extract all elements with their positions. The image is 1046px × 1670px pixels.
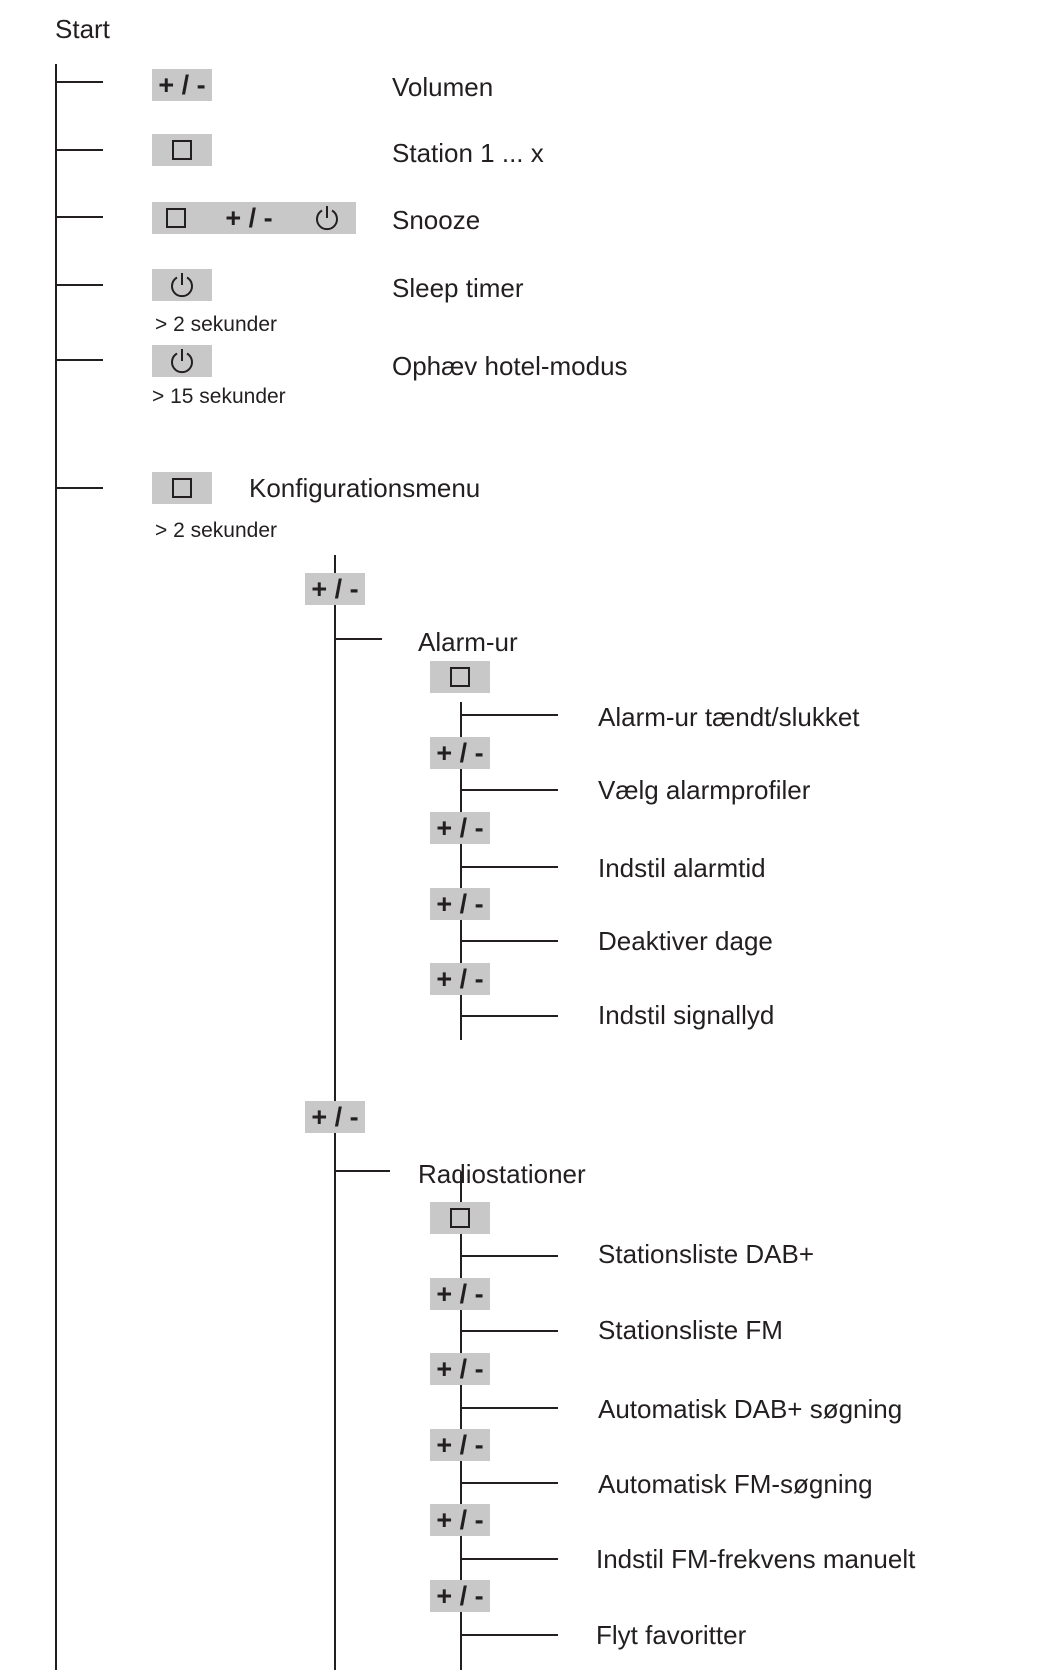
sleep-timer-note: > 2 sekunder xyxy=(155,313,278,336)
plus-minus-label: + / - xyxy=(436,1429,484,1460)
snooze-button-combo: + / - xyxy=(152,202,356,234)
connector-alarm-item xyxy=(460,714,558,716)
alarm-item-plus-minus-button: + / - xyxy=(430,737,490,769)
volume-plus-minus-button: + / - xyxy=(152,69,212,101)
connector-alarm xyxy=(334,638,382,640)
radio-item-plus-minus-button: + / - xyxy=(430,1429,490,1461)
connector-alarm-item xyxy=(460,1015,558,1017)
plus-minus-label: + / - xyxy=(436,888,484,919)
config-menu-label: Konfigurationsmenu xyxy=(249,473,481,503)
radio-item: Automatisk FM-søgning xyxy=(598,1469,873,1499)
plus-minus-label: + / - xyxy=(436,1580,484,1611)
alarm-item: Deaktiver dage xyxy=(598,926,773,956)
alarm-select-button xyxy=(430,661,490,693)
connector-snooze xyxy=(55,216,103,218)
connector-station xyxy=(55,149,103,151)
power-icon xyxy=(171,349,193,374)
radio-item-plus-minus-button: + / - xyxy=(430,1278,490,1310)
square-icon xyxy=(450,667,470,687)
radio-item: Indstil FM-frekvens manuelt xyxy=(596,1544,916,1574)
alarm-item-plus-minus-button: + / - xyxy=(430,888,490,920)
radio-plus-minus-button: + / - xyxy=(305,1101,365,1133)
connector-radio-item xyxy=(460,1407,558,1409)
connector-radio xyxy=(334,1170,390,1172)
plus-minus-label: + / - xyxy=(436,1504,484,1535)
plus-minus-label: + / - xyxy=(436,1353,484,1384)
alarm-plus-minus-button: + / - xyxy=(305,573,365,605)
square-icon xyxy=(172,478,192,498)
volume-label: Volumen xyxy=(392,72,494,102)
hotel-mode-label: Ophæv hotel-modus xyxy=(392,351,628,381)
config-menu-note: > 2 sekunder xyxy=(155,519,278,542)
power-icon xyxy=(315,206,338,231)
connector-radio-item xyxy=(460,1255,558,1257)
hotel-mode-note: > 15 sekunder xyxy=(152,385,286,408)
square-icon xyxy=(166,208,186,228)
radio-select-button xyxy=(430,1202,490,1234)
connector-radio-item xyxy=(460,1330,558,1332)
connector-radio-item xyxy=(460,1634,558,1636)
connector-radio-item xyxy=(460,1482,558,1484)
radio-item: Stationsliste DAB+ xyxy=(598,1239,815,1269)
radio-item: Automatisk DAB+ søgning xyxy=(598,1394,903,1424)
hotel-mode-power-button xyxy=(152,345,212,377)
radio-item: Stationsliste FM xyxy=(598,1315,783,1345)
connector-radio-item xyxy=(460,1558,558,1560)
plus-minus-label: + / - xyxy=(436,1278,484,1309)
connector-alarm-item xyxy=(460,866,558,868)
alarm-trunk-line xyxy=(460,702,462,1040)
power-icon xyxy=(171,273,193,298)
plus-minus-label: + / - xyxy=(311,1101,359,1132)
sleep-timer-power-button xyxy=(152,269,212,301)
sleep-timer-label: Sleep timer xyxy=(392,273,524,303)
radio-item-plus-minus-button: + / - xyxy=(430,1353,490,1385)
plus-minus-label: + / - xyxy=(436,737,484,768)
main-trunk-line xyxy=(55,64,57,1670)
plus-minus-label: + / - xyxy=(225,202,273,233)
connector-hotel-mode xyxy=(55,359,103,361)
plus-minus-label: + / - xyxy=(311,573,359,604)
plus-minus-label: + / - xyxy=(436,963,484,994)
start-label: Start xyxy=(55,14,110,44)
alarm-item: Alarm-ur tændt/slukket xyxy=(598,702,860,732)
alarm-item-plus-minus-button: + / - xyxy=(430,812,490,844)
connector-alarm-item xyxy=(460,789,558,791)
radio-item-plus-minus-button: + / - xyxy=(430,1504,490,1536)
alarm-item-plus-minus-button: + / - xyxy=(430,963,490,995)
station-label: Station 1 ... x xyxy=(392,138,544,168)
radio-title: Radiostationer xyxy=(418,1159,586,1189)
radio-item-plus-minus-button: + / - xyxy=(430,1580,490,1612)
connector-volume xyxy=(55,81,103,83)
square-icon xyxy=(450,1208,470,1228)
plus-minus-label: + / - xyxy=(158,69,206,100)
radio-stem-line xyxy=(460,1172,462,1202)
alarm-item: Indstil signallyd xyxy=(598,1000,775,1030)
alarm-item: Vælg alarmprofiler xyxy=(598,775,811,805)
snooze-label: Snooze xyxy=(392,205,481,235)
connector-sleep-timer xyxy=(55,284,103,286)
connector-alarm-item xyxy=(460,940,558,942)
plus-minus-label: + / - xyxy=(436,812,484,843)
alarm-title: Alarm-ur xyxy=(418,627,518,657)
station-button xyxy=(152,134,212,166)
config-menu-button xyxy=(152,472,212,504)
radio-item: Flyt favoritter xyxy=(596,1620,747,1650)
alarm-item: Indstil alarmtid xyxy=(598,853,766,883)
square-icon xyxy=(172,140,192,160)
connector-config-menu xyxy=(55,487,103,489)
